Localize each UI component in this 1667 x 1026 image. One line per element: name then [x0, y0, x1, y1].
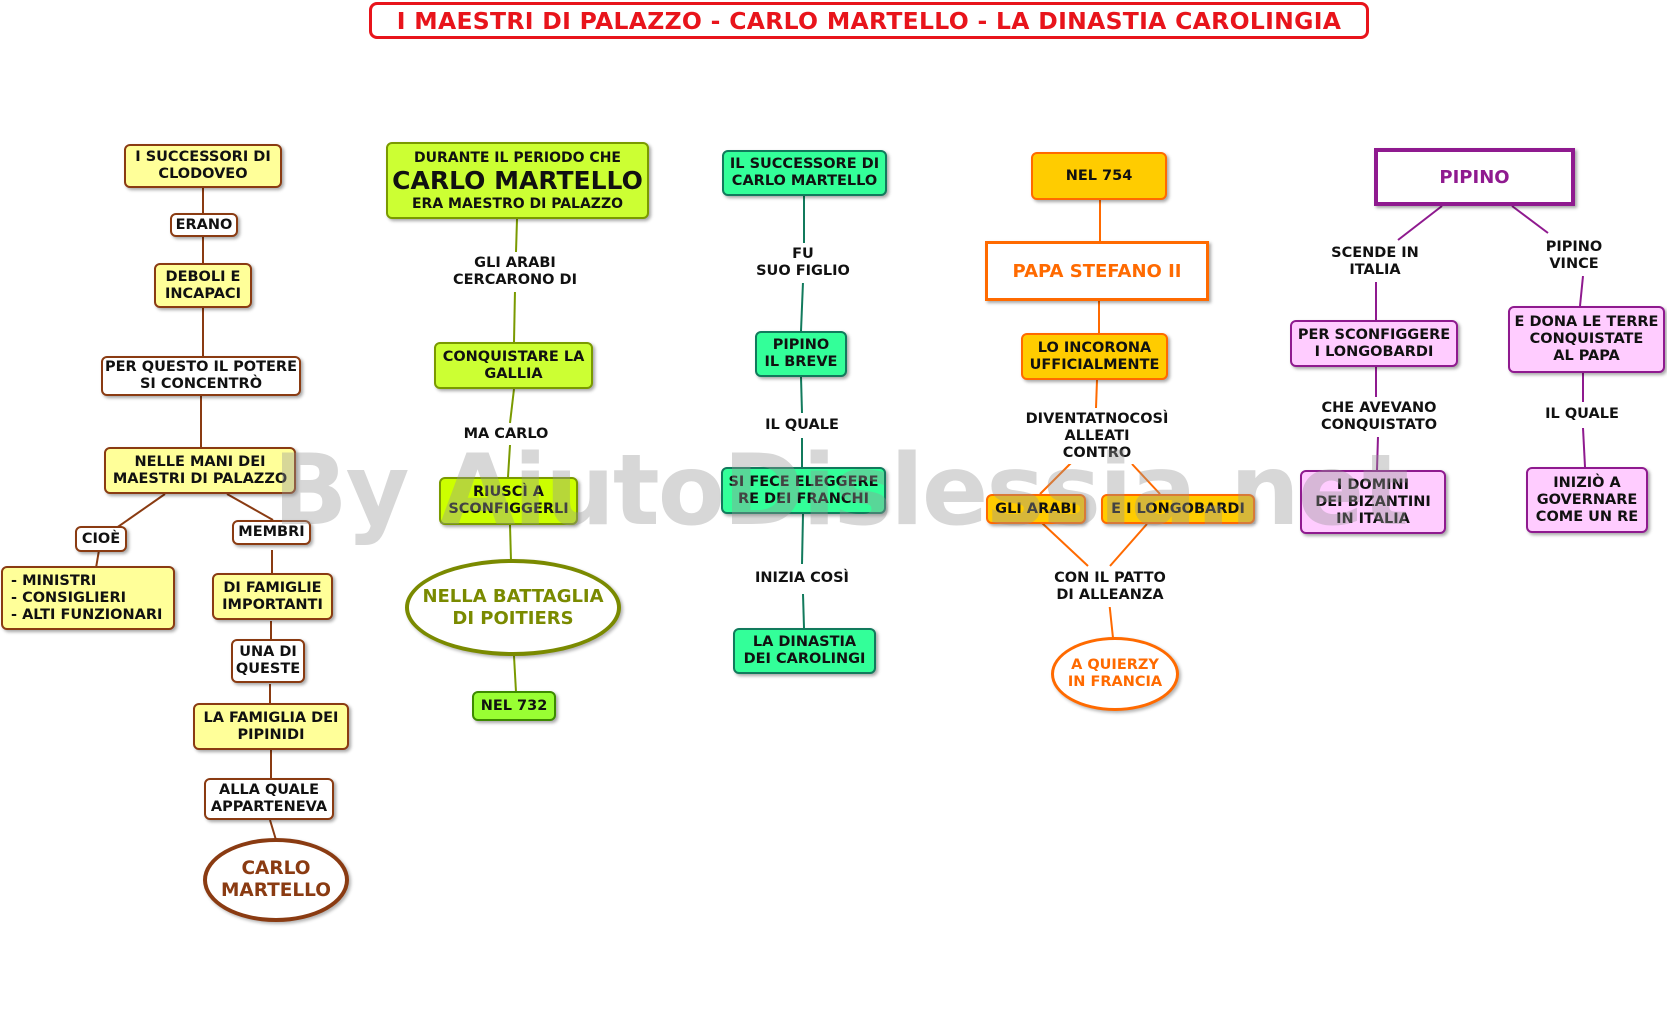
node-nel-732: NEL 732 — [472, 691, 556, 721]
node-domini-bizantini: I DOMINI DEI BIZANTINI IN ITALIA — [1300, 470, 1446, 534]
label-scende-italia: SCENDE IN ITALIA — [1320, 242, 1430, 282]
label-fu-suo-figlio: FU SUO FIGLIO — [749, 243, 857, 283]
node-conquistare-gallia: CONQUISTARE LA GALLIA — [434, 342, 593, 389]
node-pre-text: DURANTE IL PERIODO CHE — [414, 149, 621, 166]
node-dona-terre: E DONA LE TERRE CONQUISTATE AL PAPA — [1508, 306, 1665, 373]
label-erano: ERANO — [170, 213, 238, 237]
node-carlo-martello-ellipse: CARLO MARTELLO — [203, 838, 349, 922]
teal-links — [800, 196, 805, 629]
label-gli-arabi: GLI ARABI CERCARONO DI — [448, 252, 582, 292]
node-famiglia-pipinidi: LA FAMIGLIA DEI PIPINIDI — [193, 703, 349, 750]
node-successori-clodoveo: I SUCCESSORI DI CLODOVEO — [124, 144, 282, 188]
node-riusci-sconfiggerli: RIUSCÌ A SCONFIGGERLI — [439, 477, 578, 525]
olive-links — [507, 218, 518, 693]
node-potere-concentro: PER QUESTO IL POTERE SI CONCENTRÒ — [101, 356, 301, 396]
label-patto-alleanza: CON IL PATTO DI ALLEANZA — [1040, 567, 1180, 607]
node-battaglia-poitiers: NELLA BATTAGLIA DI POITIERS — [405, 559, 621, 656]
node-governare-re: INIZIÒ A GOVERNARE COME UN RE — [1526, 467, 1648, 533]
node-longobardi: E I LONGOBARDI — [1101, 494, 1255, 524]
node-pipino: PIPINO — [1374, 148, 1575, 206]
node-lo-incorona: LO INCORONA UFFICIALMENTE — [1021, 333, 1168, 380]
node-ministri-consiglieri: - MINISTRI - CONSIGLIERI - ALTI FUNZIONA… — [1, 566, 175, 630]
label-alleati-contro: DIVENTATNOCOSÌ ALLEATI CONTRO — [1016, 408, 1178, 464]
node-deboli-incapaci: DEBOLI E INCAPACI — [154, 263, 252, 308]
label-alla-quale: ALLA QUALE APPARTENEVA — [204, 778, 334, 820]
node-papa-stefano: PAPA STEFANO II — [985, 241, 1209, 301]
node-dinastia-carolingi: LA DINASTIA DEI CAROLINGI — [733, 628, 876, 674]
page-title: I MAESTRI DI PALAZZO - CARLO MARTELLO - … — [369, 2, 1369, 39]
label-una-di-queste: UNA DI QUESTE — [231, 639, 305, 683]
label-ma-carlo: MA CARLO — [456, 424, 556, 444]
node-sconfiggere-longobardi: PER SCONFIGGERE I LONGOBARDI — [1290, 320, 1458, 367]
label-il-quale: IL QUALE — [757, 414, 847, 436]
node-post-text: ERA MAESTRO DI PALAZZO — [411, 195, 624, 212]
node-maestri-palazzo: NELLE MANI DEI MAESTRI DI PALAZZO — [104, 447, 296, 494]
node-nel-754: NEL 754 — [1031, 152, 1167, 200]
node-carlo-martello-periodo: DURANTE IL PERIODO CHE CARLO MARTELLO ER… — [386, 142, 649, 219]
label-membri: MEMBRI — [232, 520, 311, 545]
label-cioe: CIOÈ — [75, 526, 127, 552]
label-avevano-conquistato: CHE AVEVANO CONQUISTATO — [1314, 397, 1444, 437]
node-famiglie-importanti: DI FAMIGLIE IMPORTANTI — [212, 573, 333, 620]
node-gli-arabi: GLI ARABI — [986, 494, 1086, 524]
label-inizia-cosi: INIZIA COSÌ — [743, 567, 861, 589]
node-successore-carlo: IL SUCCESSORE DI CARLO MARTELLO — [722, 150, 887, 196]
label-pipino-vince: PIPINO VINCE — [1530, 236, 1618, 276]
node-pipino-il-breve: PIPINO IL BREVE — [755, 331, 847, 377]
label-il-quale-purple: IL QUALE — [1538, 402, 1626, 426]
node-re-dei-franchi: SI FECE ELEGGERE RE DEI FRANCHI — [721, 467, 886, 514]
node-main-text: CARLO MARTELLO — [392, 165, 643, 195]
watermark: By AiutoDislessia.net — [272, 434, 1409, 548]
purple-links — [1375, 205, 1586, 471]
node-quierzy: A QUIERZY IN FRANCIA — [1051, 637, 1179, 711]
